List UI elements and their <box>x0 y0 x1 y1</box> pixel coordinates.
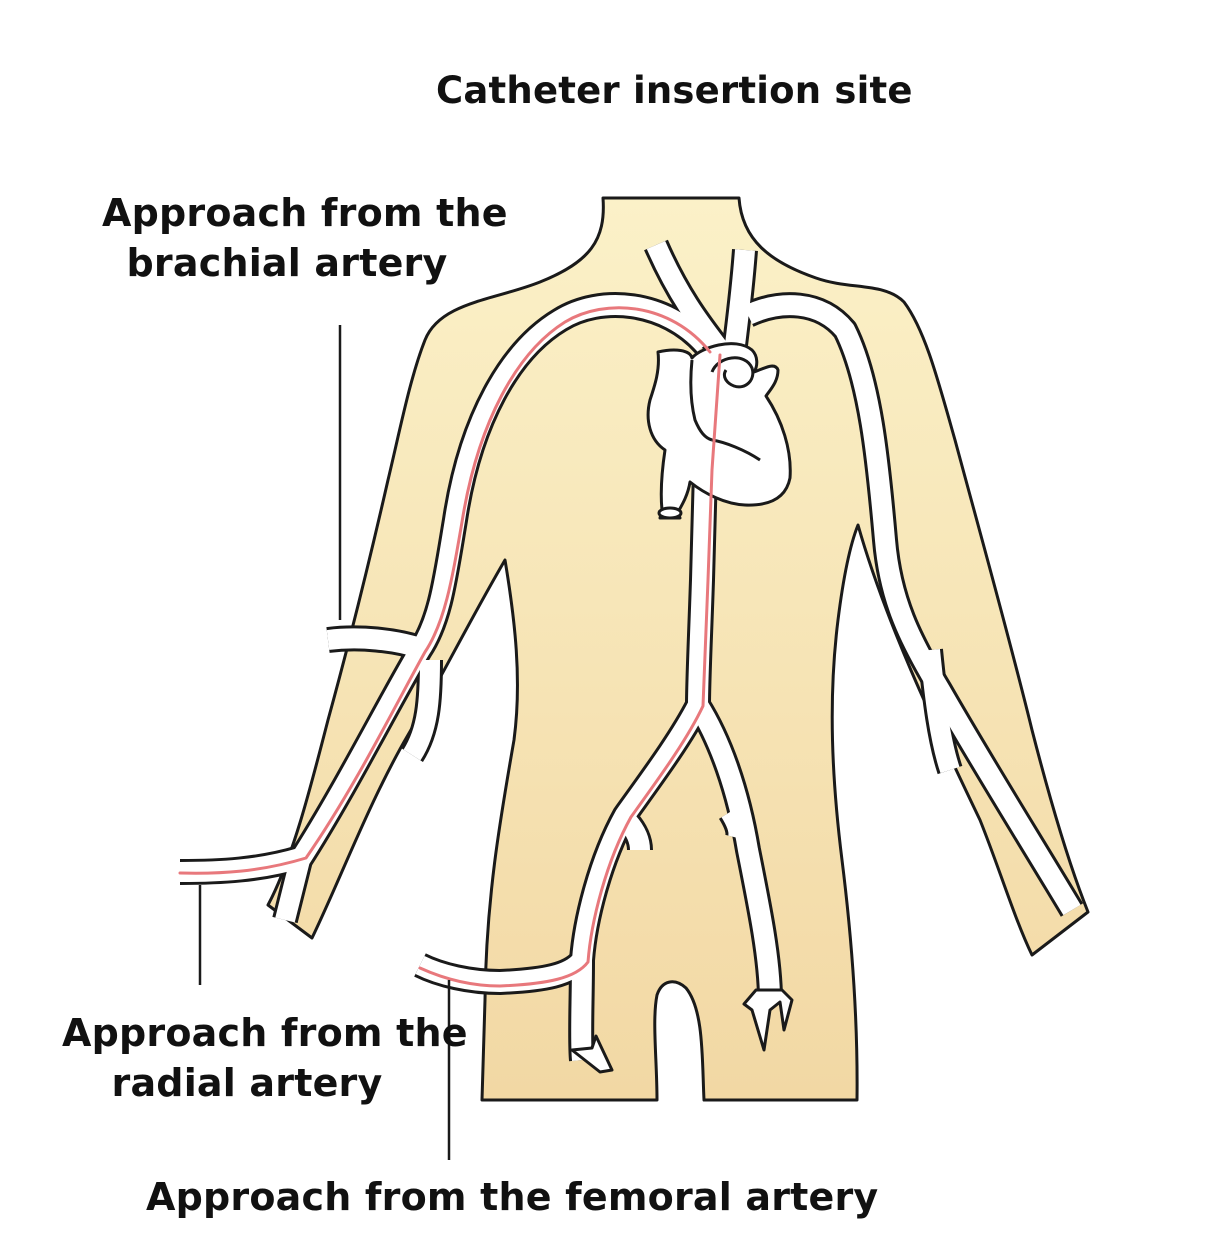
heart <box>646 342 792 520</box>
radial-label-line2: radial artery <box>111 1061 383 1105</box>
brachial-artery-label: Approach from the brachial artery <box>102 188 508 288</box>
catheter-femoral-route <box>418 353 722 988</box>
radial-label-line1: Approach from the <box>62 1011 468 1055</box>
femoral-artery-label: Approach from the femoral artery <box>146 1175 879 1219</box>
brachial-label-line2: brachial artery <box>126 241 448 285</box>
catheter <box>178 306 722 988</box>
page-title: Catheter insertion site <box>436 69 913 112</box>
leader-lines <box>198 325 451 1160</box>
radial-artery-label: Approach from the radial artery <box>62 1008 468 1108</box>
brachial-label-line1: Approach from the <box>102 191 508 235</box>
arteries <box>179 239 1084 1074</box>
catheter-brachial-route <box>178 306 712 875</box>
